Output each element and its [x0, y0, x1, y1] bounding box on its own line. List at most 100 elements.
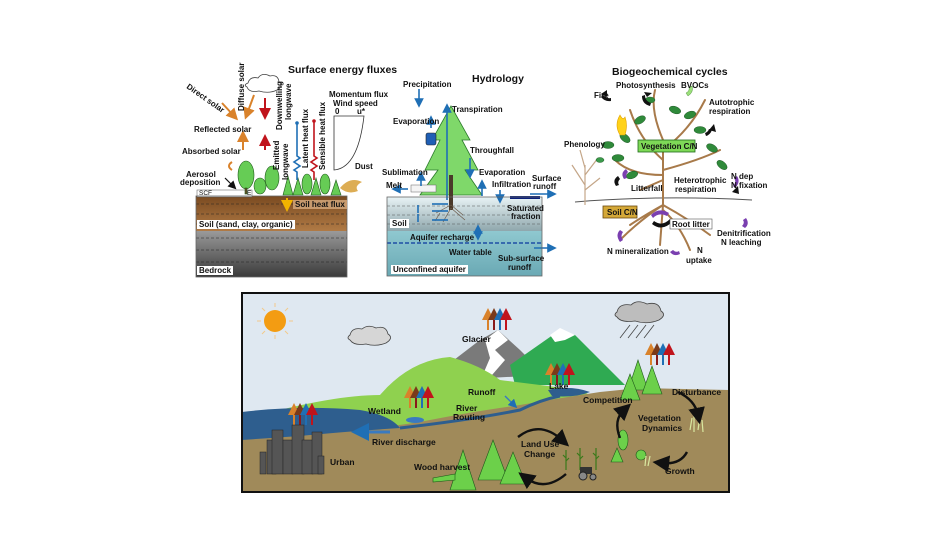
land-use-change-label-1: Land Use	[521, 439, 560, 449]
evaporation-ground-label: Evaporation	[479, 168, 526, 177]
n-uptake-label-1: N	[697, 246, 703, 255]
bvocs-label: BVOCs	[681, 81, 709, 90]
subsurface-runoff-label-1: Sub-surface	[498, 254, 545, 263]
dust-label: Dust	[355, 162, 373, 171]
competition-label: Competition	[583, 395, 633, 405]
soil-cn-label: Soil C/N	[607, 208, 638, 217]
emitted-longwave-label-2: longwave	[281, 143, 290, 180]
scf-label: SCF	[199, 190, 212, 197]
hydrology-artwork	[386, 89, 557, 277]
bvoc-arrow	[685, 85, 693, 97]
downwelling-longwave-label-2: longwave	[284, 83, 293, 120]
landscape-frame	[241, 292, 730, 493]
wetland-label: Wetland	[368, 406, 401, 416]
urban-buildings	[259, 424, 325, 475]
ground	[242, 388, 729, 492]
n-uptake-label-2: uptake	[686, 256, 712, 265]
emitted-longwave-label-1: Emitted	[272, 140, 281, 170]
unconfined-aquifer-label: Unconfined aquifer	[391, 265, 468, 274]
surface-energy-title: Surface energy fluxes	[288, 64, 398, 76]
wind-zero-label: 0	[335, 107, 340, 116]
saturated-fraction-label-2: fraction	[511, 212, 541, 221]
cloud-icon	[244, 74, 282, 93]
river-routing-label-2: Routing	[453, 412, 486, 422]
n-mineralization-label: N mineralization	[607, 247, 669, 256]
growth-label: Growth	[665, 466, 695, 476]
soil-heat-flux-label: Soil heat flux	[293, 200, 347, 209]
nitrogen-arrows	[617, 169, 748, 256]
litterfall-label: Litterfall	[631, 184, 663, 193]
phenology-tree	[571, 149, 601, 205]
landscape-artwork	[241, 292, 730, 493]
throughfall-label: Throughfall	[470, 146, 514, 155]
sensible-heat-flux-label: Sensible heat flux	[318, 101, 327, 170]
dust-icon	[340, 180, 362, 193]
autotrophic-respiration-label-1: Autotrophic	[709, 98, 755, 107]
snow-cover-box	[196, 189, 253, 198]
rain-cloud-icon	[614, 301, 664, 324]
n-deposition-label-2: N fixation	[731, 181, 768, 190]
cloud-icon	[347, 325, 391, 346]
vegetation-cn-box	[637, 139, 696, 153]
latent-heat-flux-label: Latent heat flux	[301, 108, 310, 168]
root-litter-label: Root litter	[672, 220, 710, 229]
hydro-soil-layer	[387, 197, 542, 231]
leaves	[595, 96, 728, 180]
evaporation-canopy-label: Evaporation	[393, 117, 440, 126]
downwelling-longwave-label-1: Downwelling	[275, 81, 284, 130]
transpiration-label: Transpiration	[452, 105, 503, 114]
canopy-trees	[237, 160, 342, 196]
flux-arrows-black	[601, 90, 739, 228]
lake-label: Lake	[549, 381, 569, 391]
photosynthesis-label: Photosynthesis	[616, 81, 676, 90]
wind-speed-label: Wind speed	[333, 99, 378, 108]
soil-cn-box	[602, 205, 638, 219]
hydrology-title: Hydrology	[472, 73, 524, 85]
subsurface-runoff-label-2: runoff	[508, 263, 532, 272]
wood-harvest-label: Wood harvest	[414, 462, 471, 472]
urban-label: Urban	[330, 457, 355, 467]
sun-icon	[257, 303, 293, 339]
aerosol-label-2: deposition	[180, 178, 221, 187]
wind-ustar-label: u*	[357, 107, 365, 116]
heterotrophic-respiration-label-2: respiration	[675, 185, 717, 194]
bucket-icon	[425, 132, 437, 146]
fire-icon	[616, 114, 627, 136]
soil-composition-label: Soil (sand, clay, organic)	[197, 220, 295, 229]
bedrock-label: Bedrock	[197, 266, 234, 275]
surface-runoff-label-1: Surface	[532, 174, 562, 183]
green-mountain	[510, 330, 625, 385]
absorbed-solar-label: Absorbed solar	[182, 147, 241, 156]
flux-arrow-groups	[288, 308, 675, 425]
disturbance-label: Disturbance	[672, 387, 722, 397]
e-label: E	[247, 190, 252, 197]
momentum-flux-label: Momentum flux	[329, 90, 389, 99]
wind-profile	[333, 115, 365, 171]
tractor-icon	[578, 467, 597, 481]
land-use-change-label-2: Change	[524, 449, 556, 459]
hydro-soil-label: Soil	[390, 219, 409, 228]
root-litter-box	[669, 218, 713, 230]
reflected-solar-label: Reflected solar	[194, 125, 252, 134]
surface-runoff-label-2: runoff	[533, 182, 557, 191]
infiltration-label: Infiltration	[492, 180, 532, 189]
biogeochemical-title: Biogeochemical cycles	[612, 66, 728, 78]
runoff-label: Runoff	[468, 387, 496, 397]
glacier-label: Glacier	[462, 334, 491, 344]
saturated-fraction-label-1: Saturated	[507, 204, 544, 213]
rain-lines	[619, 324, 655, 339]
vegetation-dynamics-label-2: Dynamics	[642, 423, 683, 433]
cycle-arrows	[517, 390, 705, 490]
fire-label: Fire	[594, 91, 609, 100]
aerosol-label-1: Aerosol	[186, 170, 216, 179]
n-deposition-label-1: N dep	[731, 172, 754, 181]
sublimation-label: Sublimation	[382, 168, 428, 177]
autotrophic-respiration-label-2: respiration	[709, 107, 751, 116]
biogeochemical-artwork	[571, 85, 753, 256]
phenology-label: Phenology	[564, 140, 605, 149]
lake	[548, 387, 590, 397]
precipitation-label: Precipitation	[403, 80, 452, 89]
denitrification-label-1: Denitrification	[717, 229, 771, 238]
water-table-label: Water table	[449, 248, 492, 257]
